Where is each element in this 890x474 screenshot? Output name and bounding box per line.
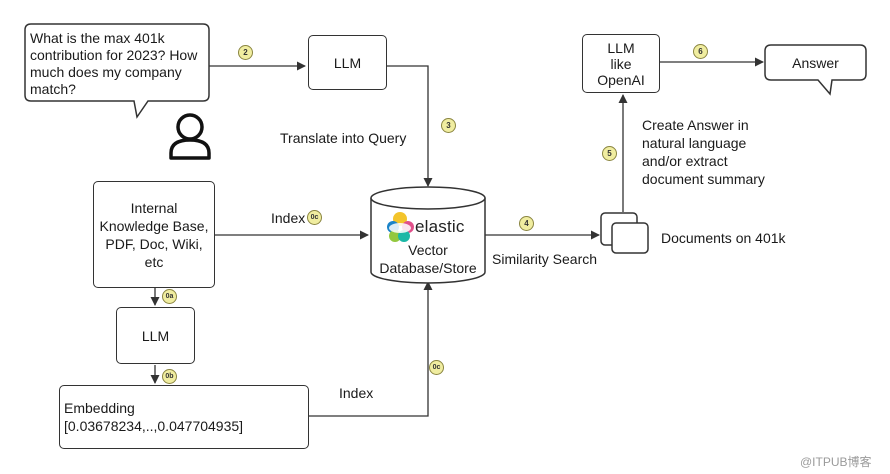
kb-line: Knowledge Base, [99,217,209,234]
index-bottom-label: Index [339,385,374,401]
step-badge-0c-bottom: 0c [429,360,444,375]
step-badge-0b: 0b [162,369,177,384]
step-badge-3: 3 [441,118,456,133]
create-answer-label: Create Answer in natural language and/or… [642,116,802,188]
create-answer-line: and/or extract [642,153,728,169]
step-badge-0a: 0a [162,289,177,304]
db-line: Vector [408,242,448,258]
question-text: What is the max 401k contribution for 20… [30,30,210,98]
embedding-title: Embedding [64,400,135,416]
openai-line: like [610,55,632,72]
llm-top-label: LLM [333,54,362,71]
question-bubble [24,23,210,119]
question-line: much does my company [30,64,182,80]
create-answer-line: Create Answer in [642,117,749,133]
index-top-label: Index [271,210,306,226]
answer-label: Answer [792,55,839,71]
create-answer-line: natural language [642,135,747,151]
similarity-search-label: Similarity Search [492,251,598,267]
answer-bubble [764,44,867,96]
step-badge-5: 5 [602,146,617,161]
knowledge-base-box: Internal Knowledge Base, PDF, Doc, Wiki,… [93,181,215,288]
elastic-brand: elastic [415,217,465,236]
kb-line: Internal [130,199,178,216]
step-badge-2: 2 [238,45,253,60]
arrow-embedding-to-db [308,281,433,417]
step-badge-0c-top: 0c [307,210,322,225]
db-line: Database/Store [379,260,477,276]
llm-openai-box: LLM like OpenAI [582,34,660,93]
question-line: What is the max 401k [30,30,165,46]
translate-query-label: Translate into Query [280,130,407,146]
question-line: match? [30,81,76,97]
embedding-box: Embedding [0.03678234,..,0.047704935] [59,385,309,449]
vector-db-label: Vector Database/Store [371,241,485,277]
question-line: contribution for 2023? How [30,47,198,63]
create-answer-line: document summary [642,171,765,187]
openai-line: OpenAI [597,71,645,88]
step-badge-6: 6 [693,44,708,59]
openai-line: LLM [607,39,635,56]
llm-mid-label: LLM [141,327,170,344]
kb-line: PDF, Doc, Wiki, [105,235,203,252]
kb-line: etc [144,253,164,270]
step-badge-4: 4 [519,216,534,231]
llm-top-box: LLM [308,35,387,90]
llm-mid-box: LLM [116,307,195,364]
elastic-logo-icon [387,212,414,242]
watermark: @ITPUB博客 [800,455,872,469]
user-icon [169,113,211,160]
embedding-vector: [0.03678234,..,0.047704935] [64,418,244,434]
documents-icon [600,212,649,254]
documents-label: Documents on 401k [661,230,786,246]
